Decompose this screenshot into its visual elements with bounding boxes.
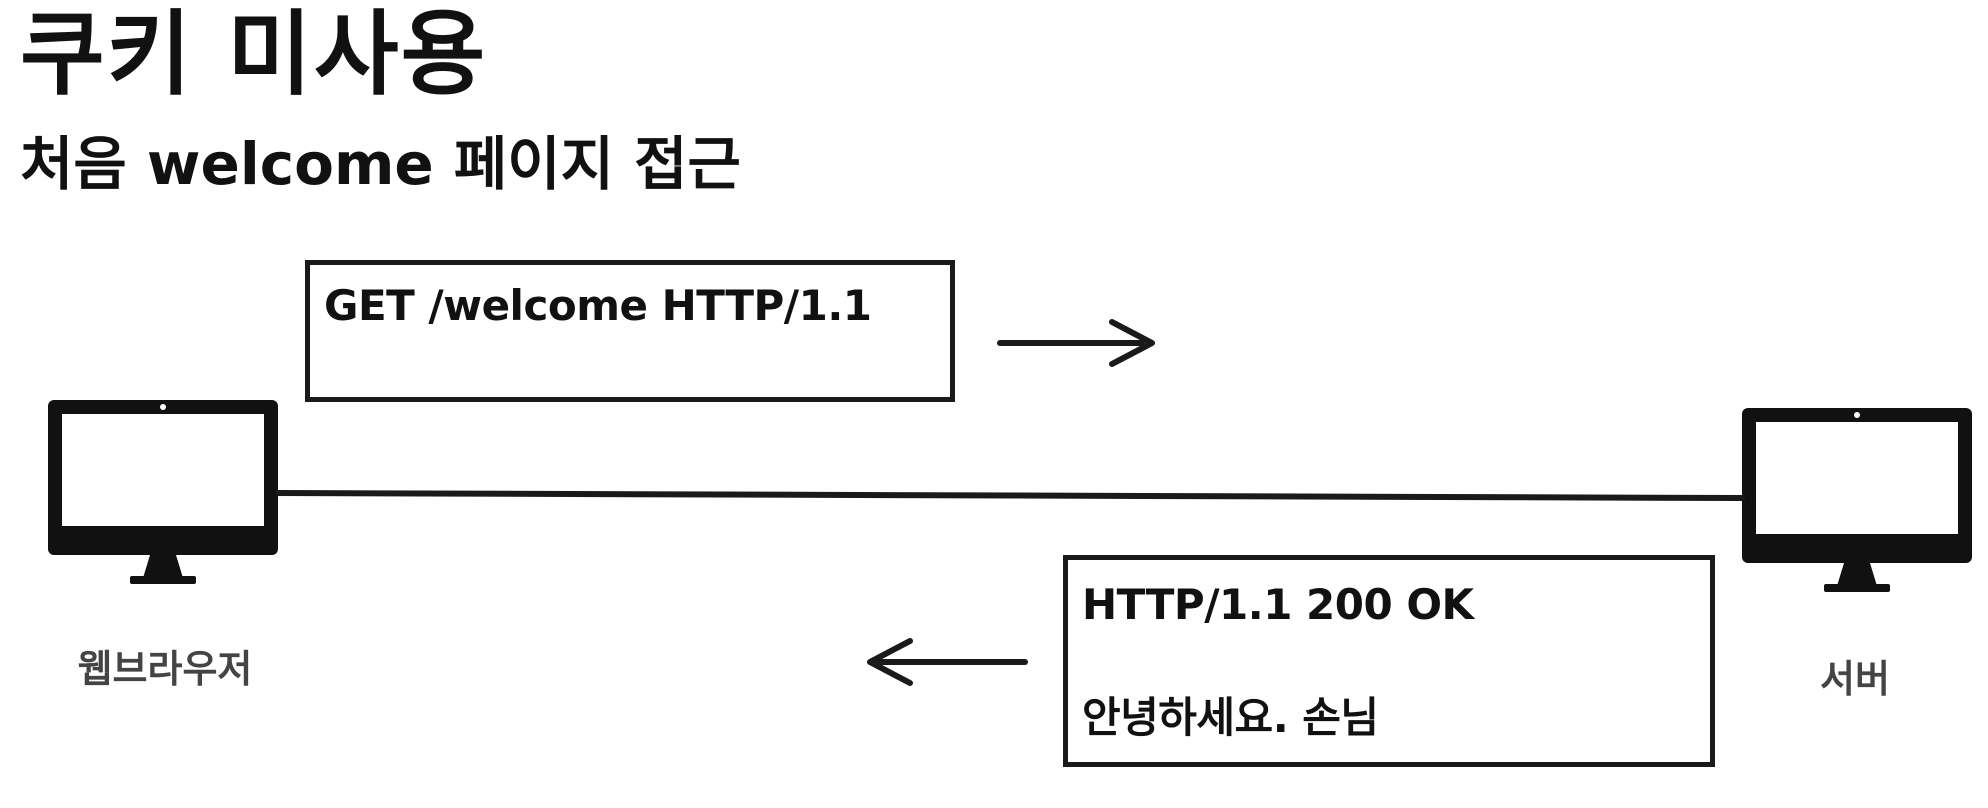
response-body: 안녕하세요. 손님 [1082,693,1379,742]
connection-line [275,490,1745,501]
page-subtitle: 처음 welcome 페이지 접근 [20,130,741,198]
server-label: 서버 [1820,657,1890,701]
page-title: 쿠키 미사용 [20,1,488,108]
response-status-line: HTTP/1.1 200 OK [1082,580,1474,629]
request-line: GET /welcome HTTP/1.1 [324,281,872,330]
response-message-box: HTTP/1.1 200 OK 안녕하세요. 손님 [1063,555,1715,767]
request-message-box: GET /welcome HTTP/1.1 [305,260,955,402]
request-arrow-icon [997,319,1155,367]
browser-label: 웹브라우저 [77,647,253,691]
response-arrow-icon [867,638,1028,686]
server-monitor-icon [1742,408,1972,592]
browser-monitor-icon [48,400,278,584]
